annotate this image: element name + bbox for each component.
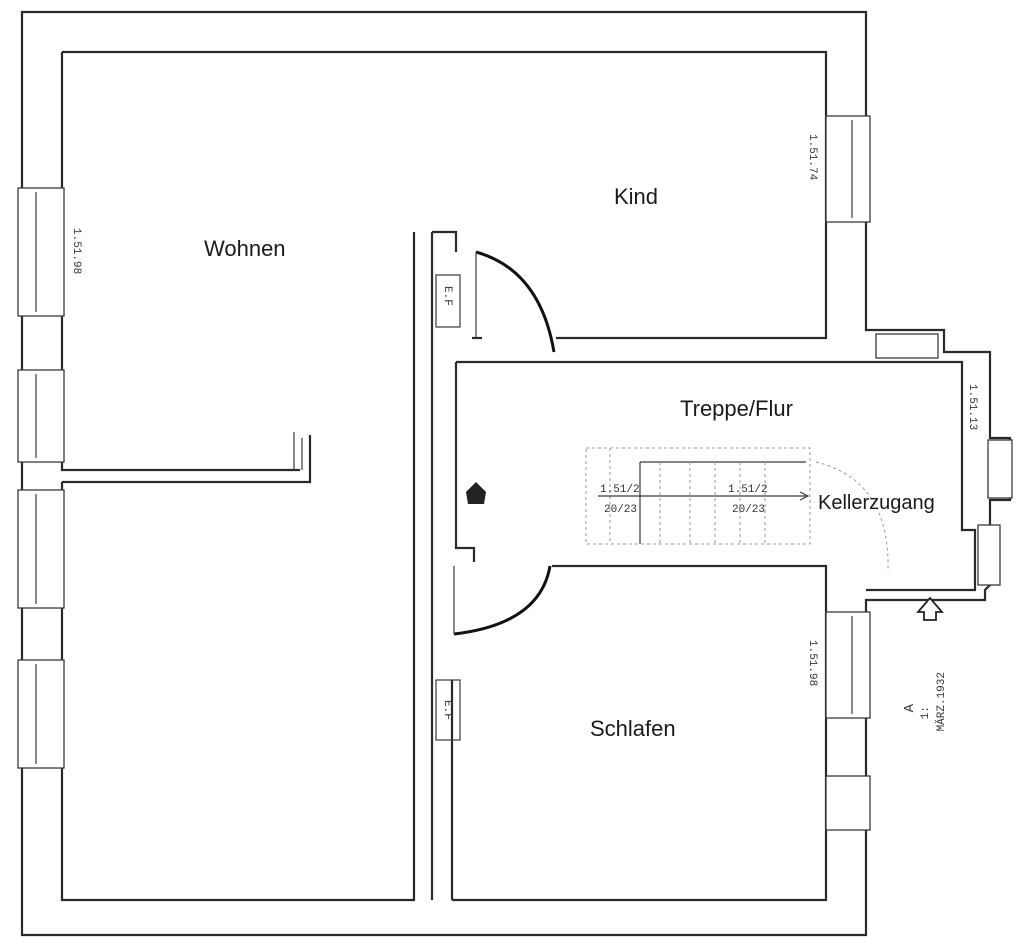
chimney-icon	[466, 482, 486, 504]
window-mark-kind: 1.51.74	[806, 134, 818, 181]
window-mark-wohnen: 1.51.98	[70, 228, 82, 275]
windows-left	[17, 187, 65, 769]
stamp-line-3: MÄRZ.1932	[936, 672, 948, 732]
stair-label-left-top: 1.51/2	[600, 484, 640, 496]
room-label-treppe-flur: Treppe/Flur	[680, 396, 793, 421]
room-label-kellerzugang: Kellerzugang	[818, 492, 935, 514]
stair-label-right-top: 1.51/2	[728, 484, 768, 496]
stair-label-left-bottom: 20/23	[604, 504, 638, 516]
chimney-blocks	[435, 274, 461, 741]
room-label-kind: Kind	[614, 184, 659, 209]
stair-label-right-bottom: 20/23	[732, 504, 766, 516]
stamp-line-1: A	[902, 704, 918, 713]
room-label-wohnen: Wohnen	[204, 236, 286, 261]
entrance-arrow	[916, 596, 944, 621]
staircase	[585, 447, 811, 545]
stamp-line-2: 1:	[920, 706, 932, 720]
doors	[453, 250, 889, 636]
window-mark-schlafen: 1.51.98	[806, 640, 818, 687]
wall-mark-schlafen-door: E.F	[441, 700, 453, 720]
room-label-schlafen: Schlafen	[590, 716, 676, 741]
window-mark-flur: 1.51.13	[966, 384, 978, 431]
windows-right	[825, 115, 1013, 831]
wall-mark-kind-door: E.F	[441, 286, 453, 306]
wall-detail	[293, 432, 303, 470]
